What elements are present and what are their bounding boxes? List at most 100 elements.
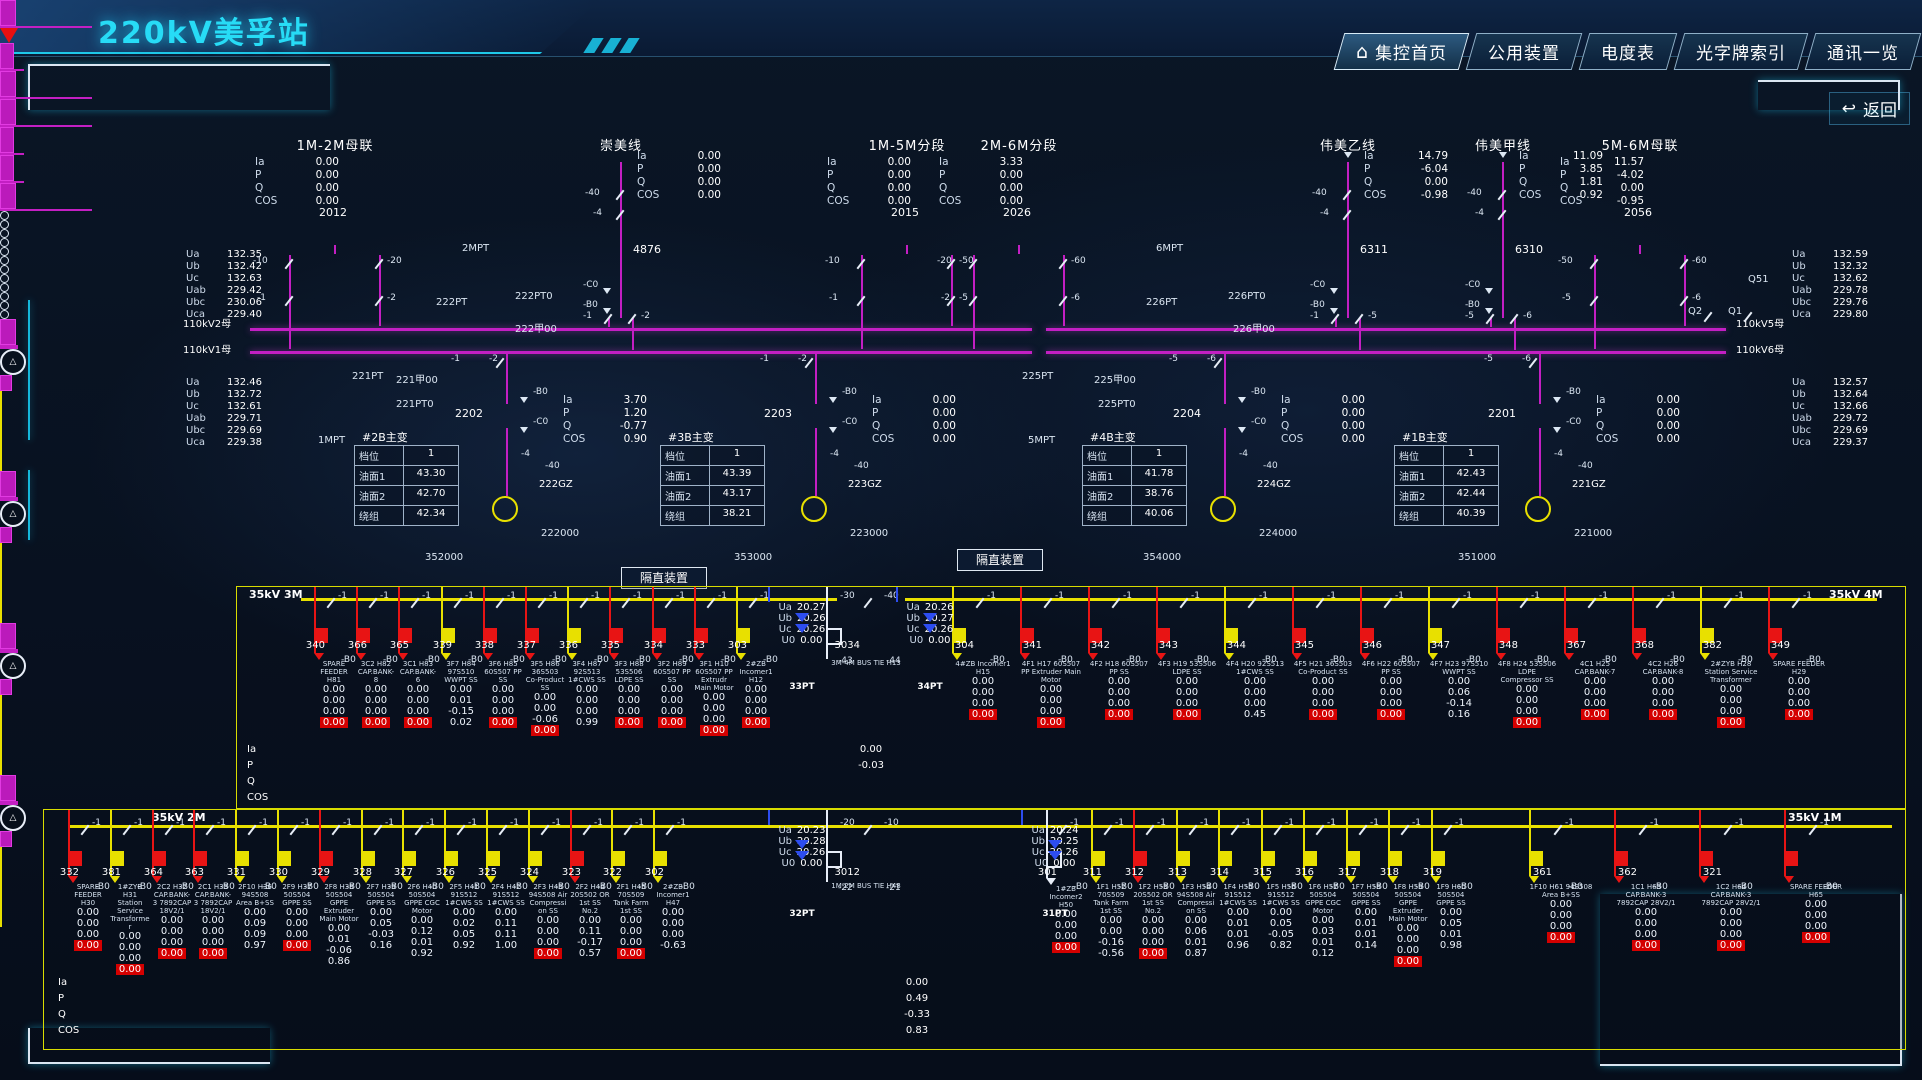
breaker-303[interactable] [736, 628, 750, 643]
breaker-367[interactable] [1564, 628, 1578, 643]
breaker-344[interactable] [1224, 628, 1238, 643]
breaker-2201[interactable] [0, 775, 16, 801]
breaker-222GZ[interactable] [0, 375, 12, 391]
breaker-341[interactable] [1020, 628, 1034, 643]
breaker-304[interactable] [952, 628, 966, 643]
breaker-2203[interactable] [0, 471, 16, 497]
breaker-346[interactable] [1360, 628, 1374, 643]
feeder-number: 321 [1702, 867, 1722, 878]
series-device-6310[interactable] [0, 155, 14, 181]
breaker-366[interactable] [356, 628, 370, 643]
breaker-spare[interactable] [1784, 851, 1798, 866]
breaker-314[interactable] [1218, 851, 1232, 866]
breaker-365[interactable] [398, 628, 412, 643]
breaker-330[interactable] [277, 851, 291, 866]
breaker-349[interactable] [1768, 628, 1782, 643]
breaker-2204[interactable] [0, 623, 16, 649]
breaker-362[interactable] [1614, 851, 1628, 866]
breaker-364[interactable] [152, 851, 166, 866]
breaker-368[interactable] [1632, 628, 1646, 643]
breaker-221GZ[interactable] [0, 831, 12, 847]
breaker-336[interactable] [567, 628, 581, 643]
diagram-element [247, 824, 257, 836]
pt-label: 5MPT [1028, 435, 1056, 446]
feeder-value: 0.00 [952, 709, 1014, 720]
breaker-334[interactable] [652, 628, 666, 643]
breaker-3012[interactable] [826, 851, 842, 868]
breaker-338[interactable] [483, 628, 497, 643]
b0-label: -B0 [510, 655, 525, 665]
breaker-316[interactable] [1303, 851, 1317, 866]
breaker-382[interactable] [1700, 628, 1714, 643]
series-device-6311[interactable] [0, 127, 14, 153]
diagram-element [1594, 255, 1596, 349]
breaker-345[interactable] [1292, 628, 1306, 643]
breaker-337[interactable] [525, 628, 539, 643]
feeder-value: 0.00 [1787, 676, 1811, 687]
feeder-number: 340 [305, 640, 325, 651]
device-id: 6311 [1360, 243, 1388, 256]
diagram-element [1485, 288, 1493, 294]
breaker-340[interactable] [314, 628, 328, 643]
breaker-2056[interactable] [0, 183, 16, 209]
diagram-element [356, 643, 358, 653]
diagram-element [0, 651, 18, 653]
breaker-325[interactable] [486, 851, 500, 866]
breaker-331[interactable] [235, 851, 249, 866]
diagram-element [0, 26, 92, 28]
breaker-2026[interactable] [0, 99, 16, 125]
breaker-327[interactable] [402, 851, 416, 866]
breaker-363[interactable] [193, 851, 207, 866]
breaker-2012[interactable] [0, 0, 16, 26]
tie-value: 0.49 [905, 993, 929, 1004]
breaker-315[interactable] [1261, 851, 1275, 866]
breaker-329[interactable] [319, 851, 333, 866]
breaker-322[interactable] [611, 851, 625, 866]
b0-label: -B0 [95, 882, 110, 892]
breaker-348[interactable] [1496, 628, 1510, 643]
breaker-323[interactable] [570, 851, 584, 866]
label: -B0 [842, 387, 857, 397]
feeder-value: 0.00 [661, 918, 685, 929]
breaker-326[interactable] [444, 851, 458, 866]
breaker-324[interactable] [528, 851, 542, 866]
breaker-321[interactable] [1699, 851, 1713, 866]
feeder-code: 221000 [1574, 528, 1613, 539]
feeder-value: 0.82 [1269, 940, 1293, 951]
breaker-2015[interactable] [0, 71, 16, 97]
diagram-element [694, 587, 696, 628]
b0-label: -B0 [346, 882, 361, 892]
breaker-328[interactable] [361, 851, 375, 866]
breaker-343[interactable] [1156, 628, 1170, 643]
breaker-302[interactable] [653, 851, 667, 866]
breaker-313[interactable] [1176, 851, 1190, 866]
diagram-element [540, 824, 550, 836]
breaker-333[interactable] [694, 628, 708, 643]
feeder-desc: 2F2 H44 20S502 OR 1st SS No.2 [570, 883, 610, 915]
breaker-id: 2204 [1173, 407, 1201, 420]
breaker-319[interactable] [1431, 851, 1445, 866]
series-device-4876[interactable] [0, 43, 14, 69]
breaker-312[interactable] [1133, 851, 1147, 866]
disconnector-label: -1 [549, 591, 558, 601]
breaker-342[interactable] [1088, 628, 1102, 643]
diagram-element [952, 587, 954, 628]
back-button[interactable]: ↩ 返回 [1828, 92, 1910, 125]
breaker-339[interactable] [441, 628, 455, 643]
breaker-361[interactable] [1529, 851, 1543, 866]
label: -C0 [533, 417, 549, 427]
breaker-3034[interactable] [826, 628, 842, 645]
feeder-value: 0.00 [652, 717, 692, 728]
breaker-317[interactable] [1346, 851, 1360, 866]
breaker-224GZ[interactable] [0, 679, 12, 695]
breaker-347[interactable] [1428, 628, 1442, 643]
breaker-2202[interactable] [0, 319, 16, 345]
breaker-381[interactable] [110, 851, 124, 866]
neutral-code: 354000 [1143, 552, 1182, 563]
breaker-332[interactable] [68, 851, 82, 866]
breaker-335[interactable] [609, 628, 623, 643]
feeder-value: 0.96 [1226, 940, 1250, 951]
breaker-223GZ[interactable] [0, 527, 12, 543]
breaker-311[interactable] [1091, 851, 1105, 866]
breaker-318[interactable] [1388, 851, 1402, 866]
